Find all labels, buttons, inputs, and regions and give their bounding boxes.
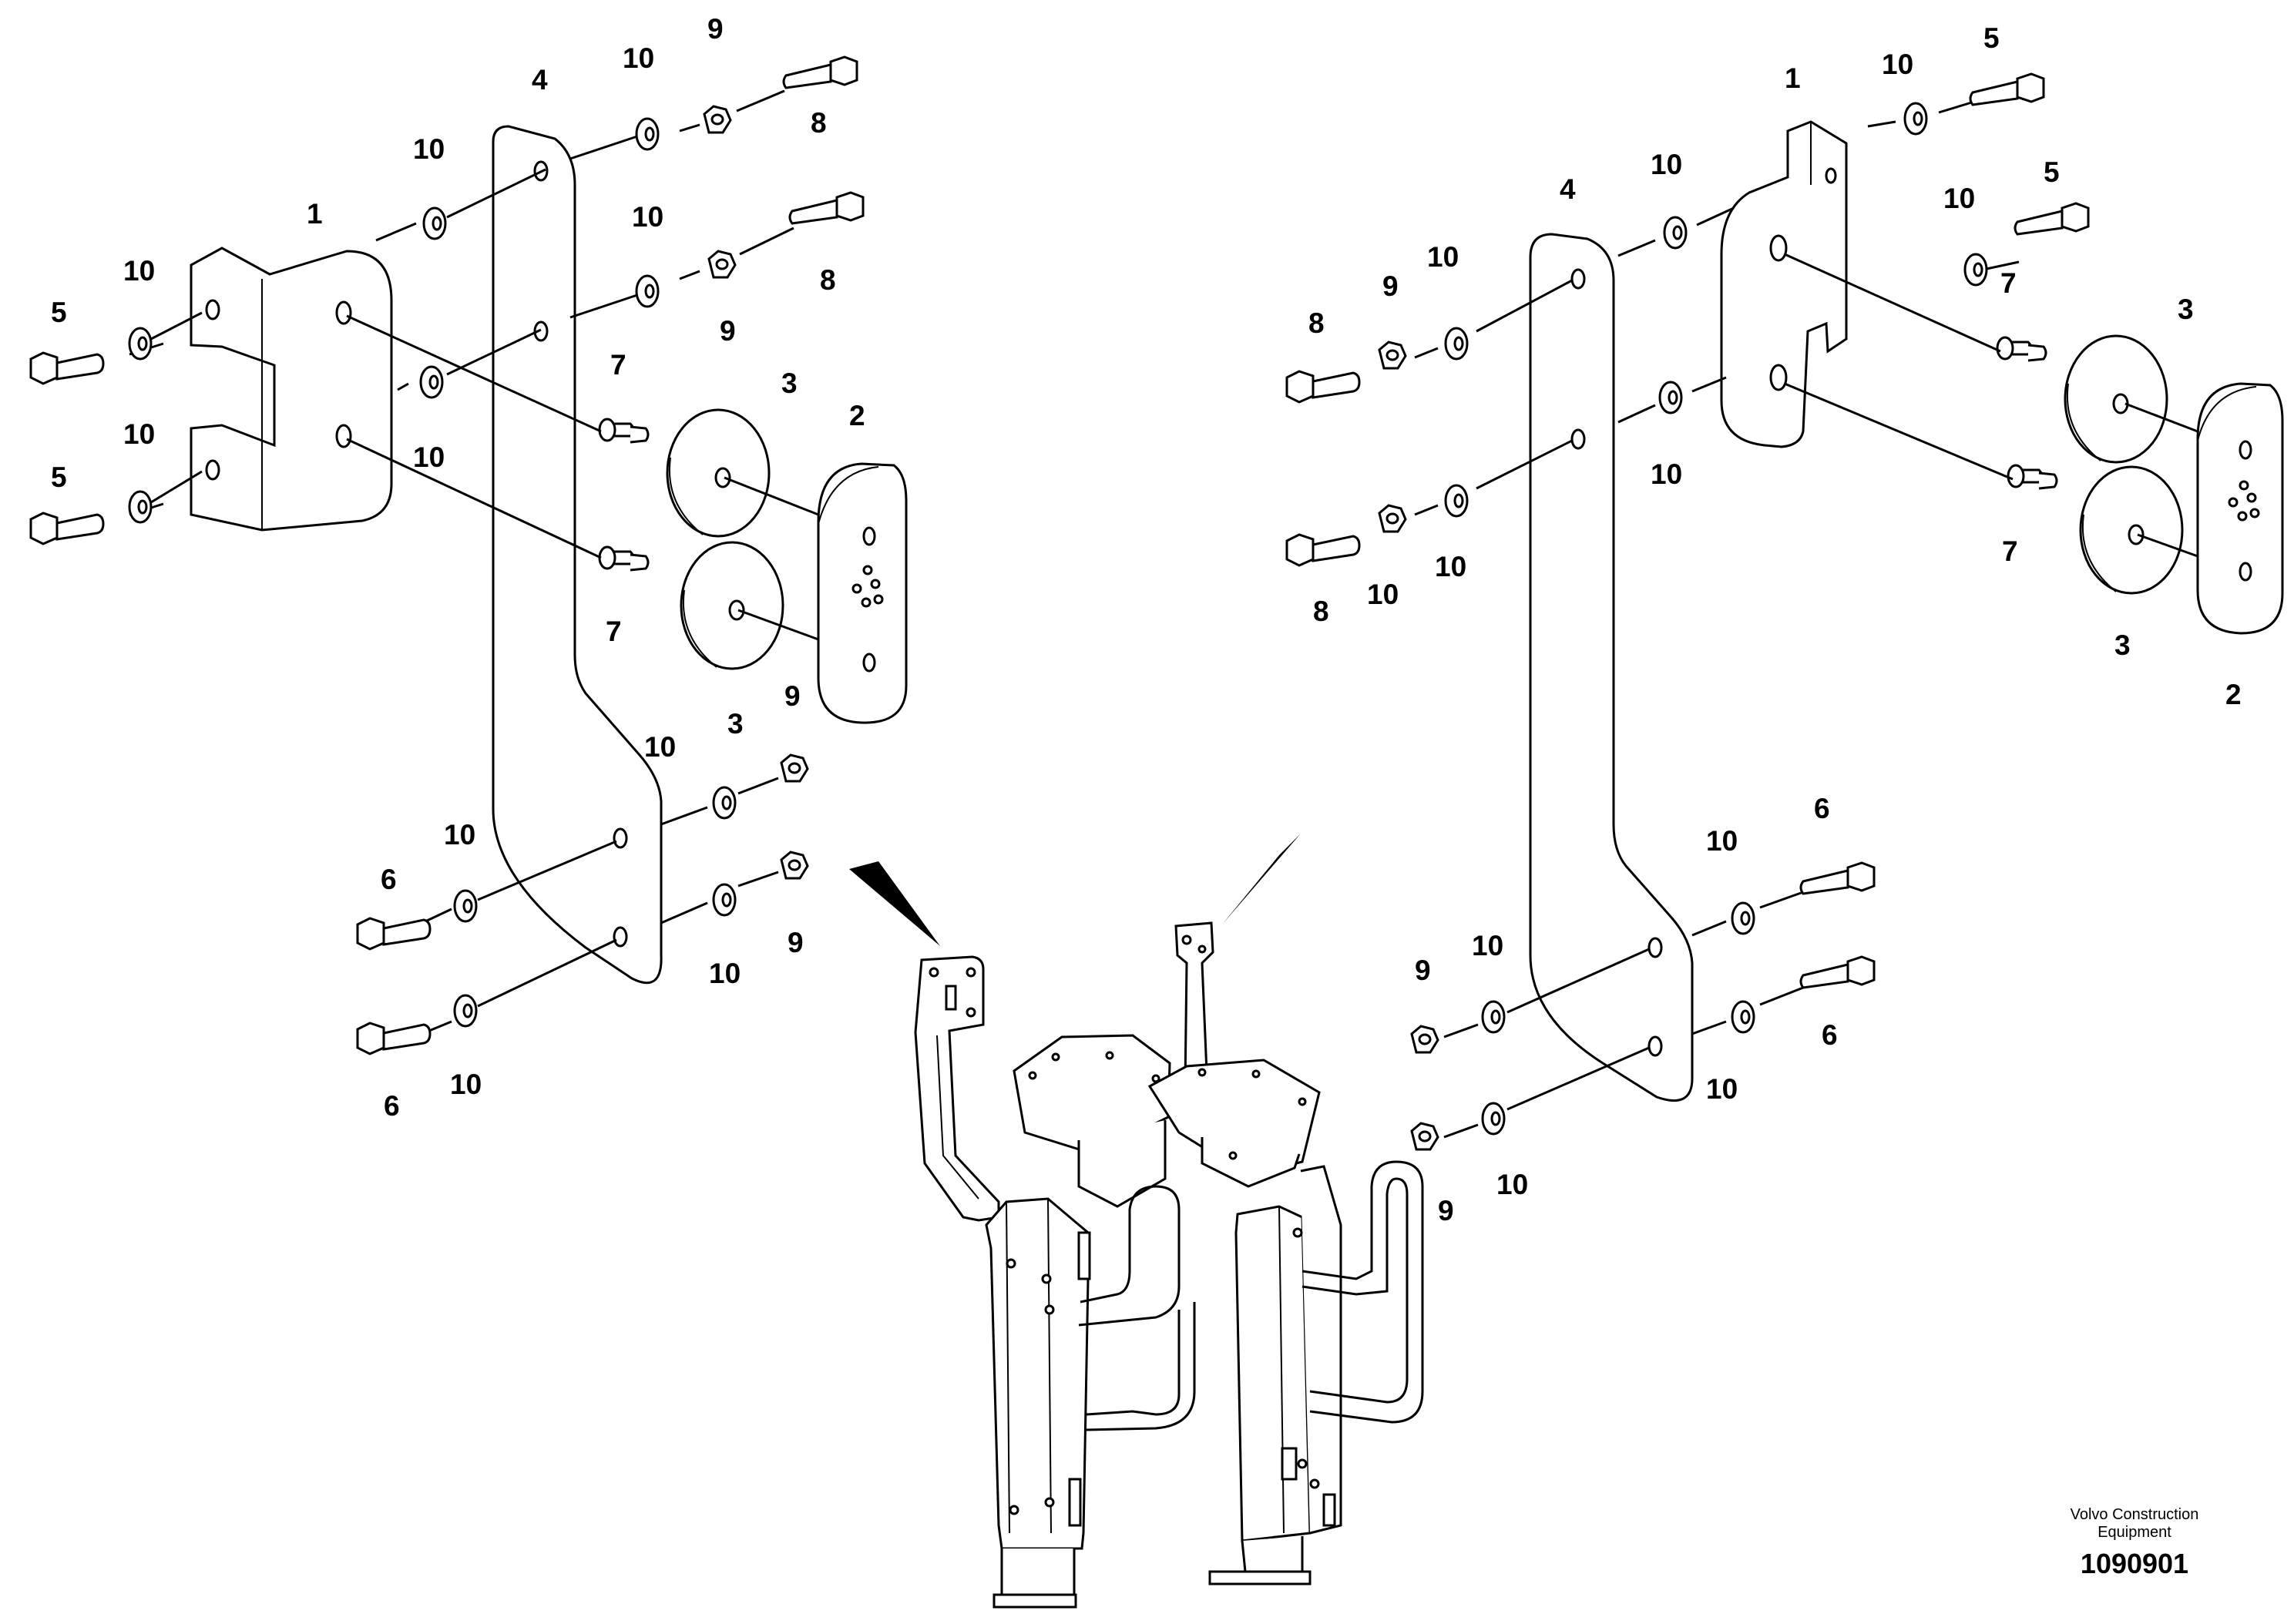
drawing-number: 1090901 bbox=[2080, 1548, 2189, 1579]
callout-3: 3 bbox=[2114, 629, 2131, 661]
callout-8: 8 bbox=[811, 107, 827, 139]
callout-1: 1 bbox=[1785, 62, 1801, 94]
callout-8: 8 bbox=[1308, 307, 1325, 339]
callout-9: 9 bbox=[720, 315, 736, 347]
company-name-line2: Equipment bbox=[2098, 1524, 2171, 1541]
callout-9: 9 bbox=[788, 927, 804, 958]
bracket-1-left bbox=[190, 247, 393, 532]
pedal-console-overview bbox=[849, 834, 1424, 1609]
pad-2-left bbox=[817, 462, 908, 724]
callout-6: 6 bbox=[1822, 1019, 1838, 1051]
callout-6: 6 bbox=[384, 1090, 400, 1122]
callout-10: 10 bbox=[444, 819, 475, 851]
callout-10: 10 bbox=[1651, 149, 1682, 180]
callout-9: 9 bbox=[1382, 270, 1399, 302]
callout-10: 10 bbox=[1367, 579, 1399, 610]
pad-2-right bbox=[2196, 382, 2284, 635]
detail-pointer-left bbox=[849, 861, 940, 946]
callout-10: 10 bbox=[123, 418, 155, 450]
callout-10: 10 bbox=[1427, 241, 1459, 273]
callout-10: 10 bbox=[632, 201, 663, 233]
callout-10: 10 bbox=[450, 1069, 482, 1100]
callout-7: 7 bbox=[2000, 267, 2017, 299]
callout-2: 2 bbox=[849, 400, 865, 431]
callout-3: 3 bbox=[727, 708, 744, 740]
callout-2: 2 bbox=[2225, 679, 2242, 710]
callout-7: 7 bbox=[2002, 535, 2018, 567]
callout-5: 5 bbox=[1983, 22, 2000, 54]
plate-4-left bbox=[492, 125, 663, 985]
callout-9: 9 bbox=[784, 680, 801, 712]
callout-10: 10 bbox=[123, 255, 155, 287]
callout-7: 7 bbox=[610, 349, 626, 381]
callout-6: 6 bbox=[1814, 793, 1830, 824]
callout-10: 10 bbox=[1706, 1073, 1738, 1105]
callout-10: 10 bbox=[1496, 1169, 1528, 1200]
left-bracket-assembly bbox=[29, 55, 908, 1055]
plate-4-right bbox=[1529, 233, 1694, 1102]
right-bracket-assembly bbox=[1285, 72, 2284, 1151]
callout-labels: 1 2 3 3 4 5 5 6 6 7 7 8 8 9 9 9 9 10 10 … bbox=[51, 13, 2242, 1226]
detail-pointer-right bbox=[1222, 834, 1301, 924]
callout-6: 6 bbox=[381, 864, 397, 895]
callout-9: 9 bbox=[1438, 1195, 1454, 1226]
company-name-line1: Volvo Construction bbox=[2070, 1506, 2199, 1523]
callout-5: 5 bbox=[51, 461, 67, 493]
callout-1: 1 bbox=[307, 198, 323, 230]
callout-9: 9 bbox=[1415, 955, 1431, 986]
callout-4: 4 bbox=[532, 64, 548, 96]
callout-10: 10 bbox=[644, 731, 676, 763]
callout-10: 10 bbox=[1435, 551, 1466, 582]
callout-3: 3 bbox=[781, 367, 798, 399]
drawing-credit: Volvo Construction Equipment 1090901 bbox=[2003, 1506, 2265, 1580]
callout-5: 5 bbox=[2044, 156, 2060, 188]
callout-5: 5 bbox=[51, 297, 67, 328]
callout-10: 10 bbox=[1472, 930, 1503, 961]
bracket-1-right bbox=[1720, 120, 1848, 448]
callout-9: 9 bbox=[707, 13, 724, 45]
callout-10: 10 bbox=[1943, 183, 1975, 214]
callout-10: 10 bbox=[1651, 458, 1682, 490]
callout-10: 10 bbox=[709, 958, 741, 989]
callout-10: 10 bbox=[1706, 825, 1738, 857]
callout-4: 4 bbox=[1560, 173, 1576, 205]
callout-10: 10 bbox=[413, 441, 445, 473]
callout-3: 3 bbox=[2178, 294, 2194, 325]
callout-10: 10 bbox=[623, 42, 654, 74]
callout-8: 8 bbox=[1313, 596, 1329, 627]
callout-8: 8 bbox=[820, 264, 836, 296]
callout-10: 10 bbox=[1882, 49, 1913, 80]
callout-10: 10 bbox=[413, 133, 445, 165]
callout-7: 7 bbox=[606, 616, 622, 647]
